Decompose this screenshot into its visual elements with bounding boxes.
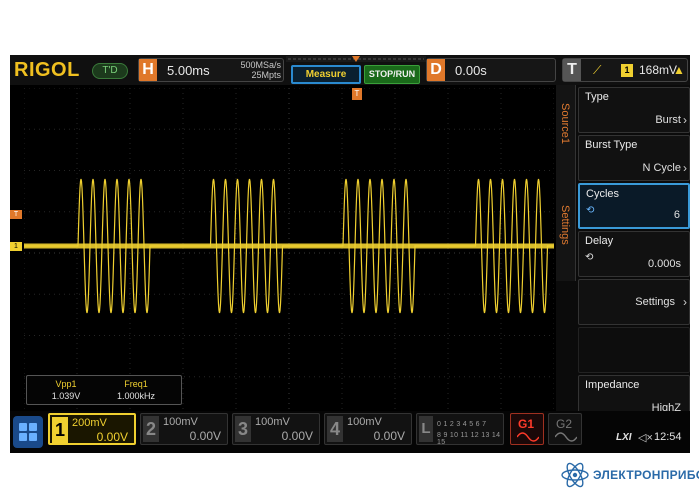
t-label: T	[563, 59, 581, 81]
channel-scale: 100mV	[255, 416, 290, 428]
trigger-menu-icon: ▲	[673, 63, 685, 77]
menu-value: 6	[673, 209, 680, 221]
measurement-name: Vpp1	[55, 379, 77, 389]
top-bar: RIGOL T'D H 5.00ms 500MSa/s 25Mpts Measu…	[10, 55, 690, 85]
menu-value: N Cycle	[642, 162, 681, 174]
menu-value: Burst	[655, 114, 681, 126]
sine-wave-icon	[517, 432, 539, 442]
channel-scale: 100mV	[347, 416, 382, 428]
timebase-value: 5.00ms	[167, 63, 210, 78]
channel-number: 2	[143, 416, 159, 442]
sample-rate: 500MSa/s	[240, 60, 281, 70]
menu-burst-type[interactable]: Burst Type N Cycle ›	[578, 135, 690, 181]
menu-type[interactable]: Type Burst ›	[578, 87, 690, 133]
memory-depth: 25Mpts	[251, 70, 281, 80]
sine-wave-icon	[555, 432, 577, 442]
measurement-value: 1.000kHz	[116, 391, 156, 401]
channel-offset: 0.00V	[281, 429, 313, 443]
menu-title: Cycles	[586, 188, 620, 200]
oscilloscope-screen: RIGOL T'D H 5.00ms 500MSa/s 25Mpts Measu…	[10, 55, 690, 453]
stop-run-button[interactable]: STOP/RUN	[364, 65, 420, 84]
horizontal-timebase[interactable]: H 5.00ms 500MSa/s 25Mpts	[138, 58, 284, 82]
menu-title: Impedance	[585, 379, 640, 391]
grid-lines	[24, 88, 554, 418]
h-label: H	[139, 59, 157, 81]
waveform-grid	[24, 88, 554, 418]
measurement-vpp: Vpp1 1.039V	[31, 379, 101, 403]
tab-source1[interactable]: Source1	[556, 85, 576, 183]
channel-number: 3	[235, 416, 251, 442]
home-menu-button[interactable]	[13, 416, 43, 448]
td-badge[interactable]: T'D	[92, 63, 128, 79]
knob-icon: ⟲	[585, 252, 594, 263]
channel-4-box[interactable]: 4 100mV 0.00V	[324, 413, 412, 445]
delay-value: 0.00s	[455, 63, 487, 78]
grid-icon	[19, 423, 27, 431]
channel-offset: 0.00V	[96, 430, 128, 444]
bottom-bar: 1 200mV 0.00V 2 100mV 0.00V 3 100mV 0.00…	[10, 411, 690, 453]
trigger-settings[interactable]: T ⟋ 1 168mV ▲	[562, 58, 688, 82]
atom-logo-icon	[561, 462, 589, 488]
chevron-right-icon: ›	[683, 161, 687, 175]
measurement-freq: Freq1 1.000kHz	[101, 379, 171, 403]
channel-scale: 100mV	[163, 416, 198, 428]
footer-brand-text: ЭЛЕКТРОНПРИБОР	[593, 468, 699, 482]
generator-1-button[interactable]: G1	[510, 413, 544, 445]
menu-value: 0.000s	[647, 258, 681, 270]
measurement-panel[interactable]: Vpp1 1.039V Freq1 1.000kHz	[26, 375, 182, 405]
horizontal-delay[interactable]: D 0.00s	[426, 58, 556, 82]
trigger-level-marker[interactable]: T	[10, 210, 22, 219]
brand-logo: RIGOL	[14, 59, 80, 81]
generator-label: G1	[518, 417, 535, 431]
channel-2-box[interactable]: 2 100mV 0.00V	[140, 413, 228, 445]
channel-3-box[interactable]: 3 100mV 0.00V	[232, 413, 320, 445]
menu-delay[interactable]: Delay ⟲ 0.000s	[578, 231, 690, 277]
menu-title: Type	[585, 91, 609, 103]
trigger-source: 1	[621, 64, 633, 77]
lxi-icon: LXI	[616, 432, 632, 443]
tab-settings[interactable]: Settings	[556, 183, 576, 281]
generator-label: G2	[556, 417, 573, 431]
generator-2-button[interactable]: G2	[548, 413, 582, 445]
footer-brand: ЭЛЕКТРОНПРИБОР	[560, 460, 699, 490]
trigger-position-marker[interactable]: T	[352, 88, 362, 100]
channel-1-box[interactable]: 1 200mV 0.00V	[48, 413, 136, 445]
measurement-value: 1.039V	[51, 391, 81, 401]
measurement-name: Freq1	[124, 379, 148, 389]
menu-settings[interactable]: Settings ›	[578, 279, 690, 325]
system-clock: 12:54	[654, 431, 682, 443]
logic-channels-low: 0 1 2 3 4 5 6 7	[437, 421, 487, 428]
trigger-position-bar	[286, 56, 426, 62]
logic-analyzer-box[interactable]: L 0 1 2 3 4 5 6 7 8 9 10 11 12 13 14 15	[416, 413, 504, 446]
menu-title: Delay	[585, 235, 614, 247]
menu-value: Settings	[635, 296, 675, 308]
chevron-right-icon: ›	[683, 295, 687, 309]
trigger-level: 168mV	[639, 63, 678, 77]
speaker-mute-icon[interactable]: ◁×	[638, 432, 653, 444]
measure-button[interactable]: Measure	[291, 65, 361, 84]
menu-cycles[interactable]: Cycles ⟲ 6	[578, 183, 690, 229]
channel-offset: 0.00V	[373, 429, 405, 443]
acquisition-info: 500MSa/s 25Mpts	[225, 60, 281, 80]
side-menu: Source1 Settings Type Burst › Burst Type…	[556, 85, 690, 429]
channel-number: 1	[52, 417, 68, 443]
channel-offset: 0.00V	[189, 429, 221, 443]
chevron-right-icon: ›	[683, 113, 687, 127]
d-label: D	[427, 59, 445, 81]
knob-icon: ⟲	[586, 205, 595, 216]
logic-label: L	[419, 416, 433, 442]
channel-scale: 200mV	[72, 417, 107, 429]
trigger-slope-icon: ⟋	[593, 63, 602, 77]
menu-title: Burst Type	[585, 139, 638, 151]
logic-channels-high: 8 9 10 11 12 13 14 15	[437, 432, 501, 446]
ch1-idle-baseline	[24, 243, 554, 249]
channel-number: 4	[327, 416, 343, 442]
ch1-offset-marker[interactable]: 1	[10, 242, 22, 251]
menu-empty	[578, 327, 690, 373]
